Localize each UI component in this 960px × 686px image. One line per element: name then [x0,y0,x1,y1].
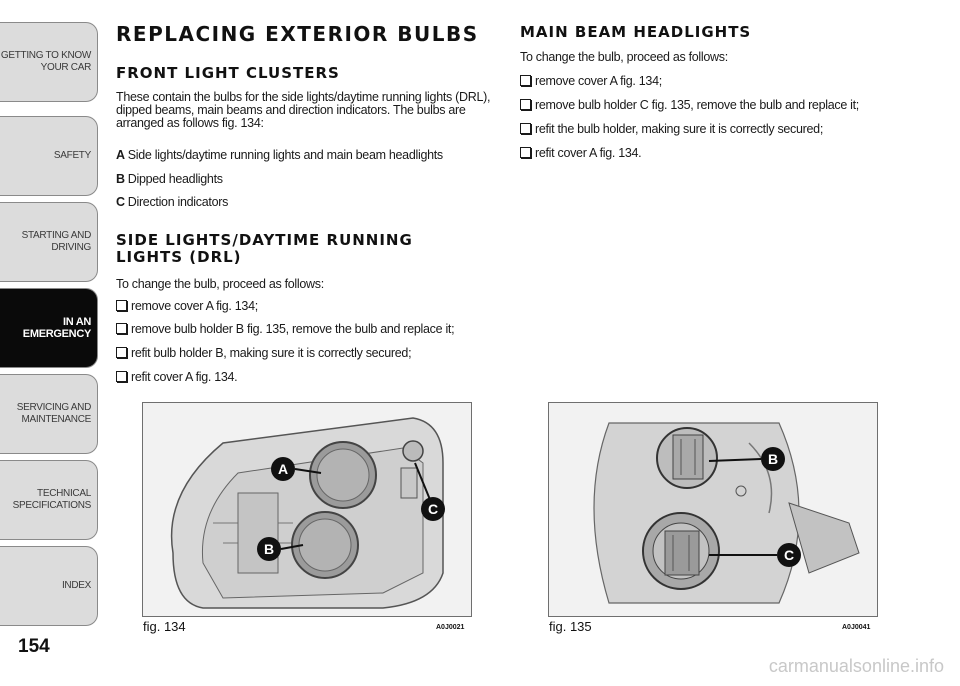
step-item: remove cover A fig. 134; [116,299,258,313]
bulb-holder-drawing: B C [549,403,877,616]
step-item: refit bulb holder B, making sure it is c… [116,346,412,360]
checkbox-bullet-icon [520,75,531,86]
figure-134-caption: fig. 134 [143,619,186,634]
step-item: refit cover A fig. 134. [520,146,642,160]
checkbox-bullet-icon [116,300,127,311]
section-heading-front-light-clusters: FRONT LIGHT CLUSTERS [116,64,340,82]
page-number: 154 [18,636,50,657]
tab-safety[interactable]: SAFETY [0,116,98,196]
figure-135-bulb-holders-illustration: B C [548,402,878,617]
figure-134-code: A0J0021 [436,624,465,631]
headlamp-drawing: A B C [143,403,471,616]
tab-index[interactable]: INDEX [0,546,98,626]
section-heading-main-beam: MAIN BEAM HEADLIGHTS [520,23,752,41]
callout-label-c: C [784,547,794,563]
step-item: remove bulb holder C fig. 135, remove th… [520,98,859,112]
callout-label-b: B [768,451,778,467]
intro-line: These contain the bulbs for the side lig… [116,90,491,104]
callout-label-c: C [428,501,438,517]
figure-135-caption: fig. 135 [549,619,592,634]
checkbox-bullet-icon [116,347,127,358]
procedure-intro: To change the bulb, proceed as follows: [520,50,728,64]
step-item: refit the bulb holder, making sure it is… [520,122,823,136]
intro-line: arranged as follows fig. 134: [116,116,264,130]
checkbox-bullet-icon [520,123,531,134]
step-item: remove bulb holder B fig. 135, remove th… [116,322,455,336]
watermark: carmanualsonline.info [768,656,944,676]
intro-line: dipped beams, main beams and direction i… [116,103,466,117]
checkbox-bullet-icon [520,147,531,158]
checkbox-bullet-icon [520,99,531,110]
callout-label-a: A [278,461,288,477]
checkbox-bullet-icon [116,371,127,382]
figure-135-code: A0J0041 [842,624,871,631]
step-item: refit cover A fig. 134. [116,370,238,384]
page-title: REPLACING EXTERIOR BULBS [116,22,479,46]
figure-134-headlamp-illustration: A B C [142,402,472,617]
checkbox-bullet-icon [116,323,127,334]
step-item: remove cover A fig. 134; [520,74,662,88]
callout-label-b: B [264,541,274,557]
section-heading-side-lights: SIDE LIGHTS/DAYTIME RUNNING LIGHTS (DRL) [116,231,413,266]
procedure-intro: To change the bulb, proceed as follows: [116,277,324,291]
